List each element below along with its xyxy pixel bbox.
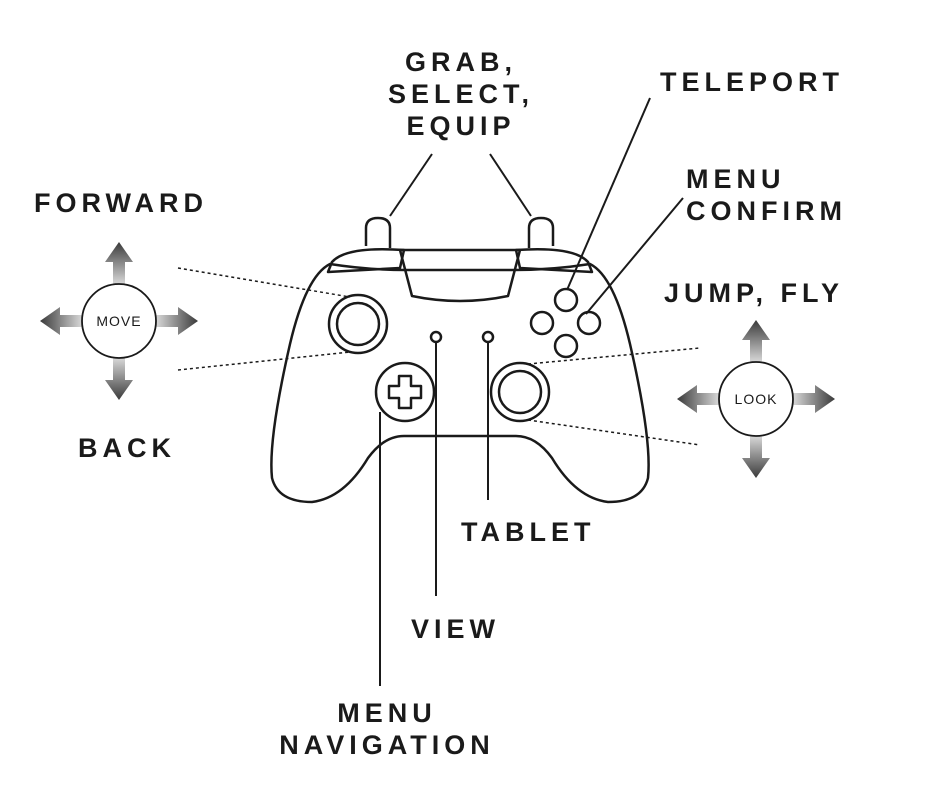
grab-left-line xyxy=(389,153,433,217)
left-stick xyxy=(327,293,389,355)
x-button xyxy=(529,310,555,336)
a-button xyxy=(553,333,579,359)
look-label: LOOK xyxy=(735,391,778,407)
four-way-arrow-icon xyxy=(40,242,198,400)
jump-fly-label: JUMP, FLY xyxy=(664,278,845,308)
teleport-line xyxy=(566,97,651,291)
menu-confirm-label: MENU CONFIRM xyxy=(686,164,847,226)
right-stick xyxy=(489,361,551,423)
forward-label: FORWARD xyxy=(34,188,208,218)
back-label: BACK xyxy=(78,433,176,463)
controller-body xyxy=(270,262,650,504)
callout-lines xyxy=(379,97,684,686)
move-pad: MOVE xyxy=(40,242,198,400)
view-button xyxy=(429,330,443,344)
menu-confirm-line xyxy=(585,197,684,315)
tablet-label: TABLET xyxy=(461,517,596,547)
menu-navigation-label: MENU NAVIGATION xyxy=(279,698,495,760)
gamepad-icon xyxy=(270,216,650,504)
four-way-arrow-icon xyxy=(677,320,835,478)
y-button xyxy=(553,287,579,313)
view-label: VIEW xyxy=(411,614,501,644)
dotted-guides xyxy=(177,267,701,446)
tablet-button xyxy=(481,330,495,344)
left-trigger xyxy=(364,216,392,248)
grab-select-equip-label: GRAB, SELECT, EQUIP xyxy=(387,47,535,141)
look-pad: LOOK xyxy=(677,320,835,478)
b-button xyxy=(576,310,602,336)
grab-right-line xyxy=(489,153,532,217)
move-label: MOVE xyxy=(96,313,141,329)
d-pad xyxy=(374,361,436,423)
teleport-label: TELEPORT xyxy=(660,67,845,97)
right-trigger xyxy=(527,216,555,248)
